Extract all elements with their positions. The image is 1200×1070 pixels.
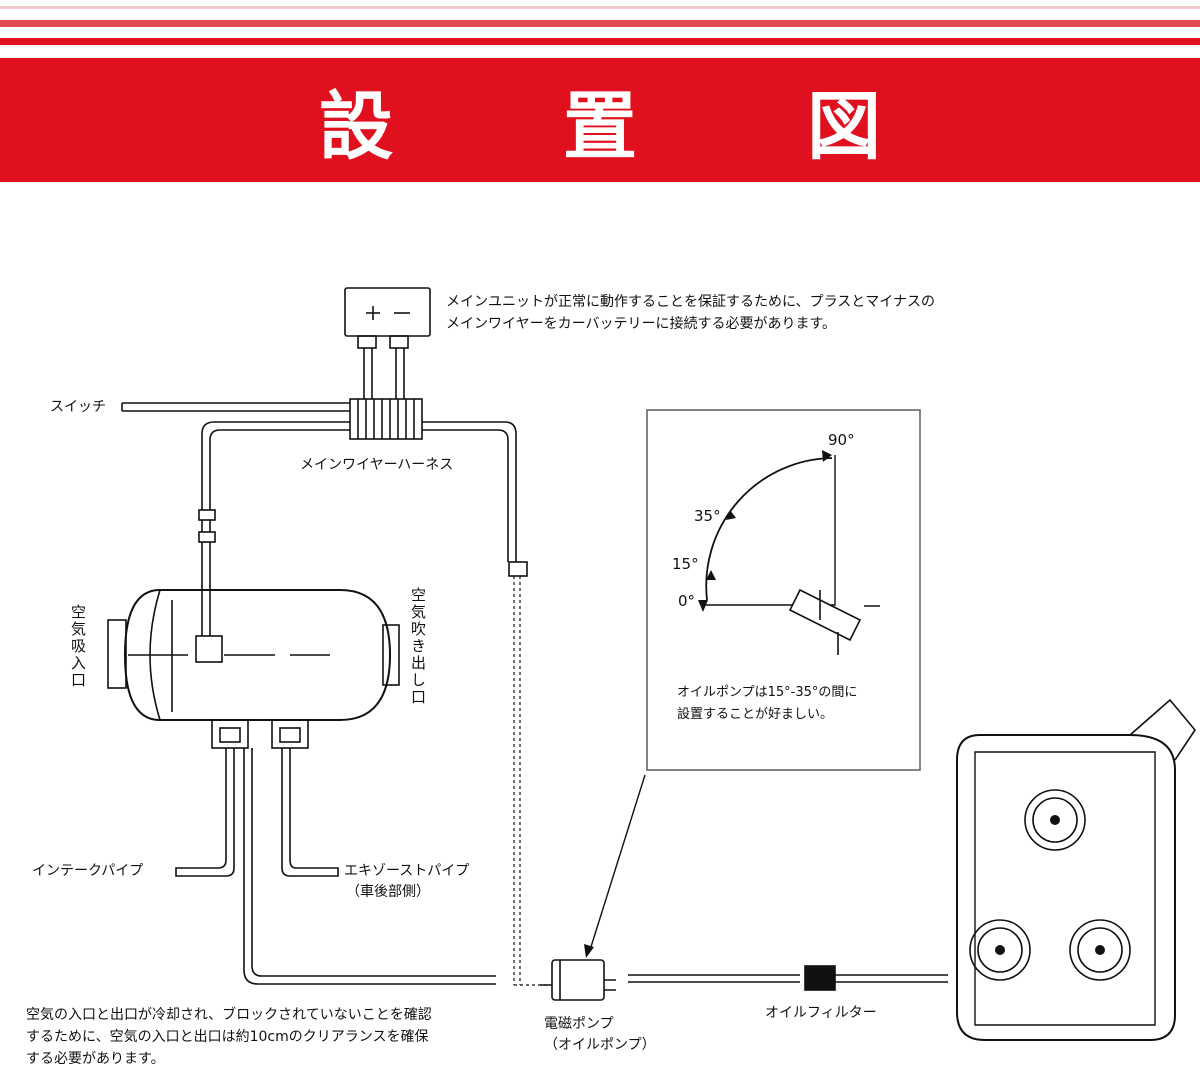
- intake-pipe: [175, 748, 235, 877]
- heater-unit: [123, 589, 392, 721]
- angle-label-90: 90°: [828, 431, 855, 449]
- clearance-note-line1: 空気の入口と出口が冷却され、ブロックされていないことを確認: [26, 1007, 432, 1023]
- fuel-line: [243, 748, 496, 985]
- oil-filter-label: オイルフィルター: [765, 1005, 877, 1021]
- battery: [344, 287, 431, 337]
- exhaust-pipe: [281, 748, 339, 877]
- oil-filter: [804, 965, 836, 991]
- switch-label: スイッチ: [50, 399, 106, 415]
- page-title: 設置図: [319, 83, 1051, 170]
- battery-note-line1: メインユニットが正常に動作することを保証するために、プラスとマイナスの: [446, 294, 936, 310]
- air-outlet-label: 空気吹き出し口: [409, 587, 427, 706]
- clearance-note-line2: するために、空気の入口と出口は約10cmのクリアランスを確保: [26, 1029, 429, 1045]
- top-stripe-2: [0, 38, 1200, 45]
- fuel-tank: [956, 734, 1176, 1041]
- harness-connector: [349, 398, 423, 440]
- top-stripe-1: [0, 20, 1200, 27]
- angle-inset: [646, 409, 921, 771]
- angle-note: オイルポンプは15°-35°の間に 設置することが好ましい。: [677, 682, 857, 726]
- angle-note-line2: 設置することが好ましい。: [677, 707, 834, 722]
- intake-pipe-label: インテークパイプ: [32, 863, 144, 879]
- air-intake-label: 空気吸入口: [69, 604, 87, 689]
- solenoid-pump-label: 電磁ポンプ: [544, 1016, 614, 1032]
- exhaust-pipe-label: エキゾーストパイプ: [344, 863, 470, 879]
- title-banner: 設置図: [0, 58, 1200, 182]
- solenoid-pump-sub-label: （オイルポンプ）: [544, 1037, 656, 1053]
- switch-wire: [121, 402, 350, 412]
- angle-note-line1: オイルポンプは15°-35°の間に: [677, 685, 858, 700]
- angle-label-0: 0°: [678, 592, 696, 610]
- angle-label-15: 15°: [672, 555, 699, 573]
- main-harness-label: メインワイヤーハーネス: [300, 457, 454, 473]
- battery-note: メインユニットが正常に動作することを保証するために、プラスとマイナスの メインワ…: [446, 291, 935, 335]
- clearance-note: 空気の入口と出口が冷却され、ブロックされていないことを確認 するために、空気の入…: [26, 1004, 432, 1070]
- angle-label-35: 35°: [694, 507, 721, 525]
- top-stripe-thin: [0, 6, 1200, 9]
- battery-note-line2: メインワイヤーをカーバッテリーに接続する必要があります。: [446, 316, 837, 332]
- clearance-note-line3: する必要があります。: [26, 1051, 165, 1067]
- exhaust-pipe-sub-label: （車後部側）: [346, 884, 430, 900]
